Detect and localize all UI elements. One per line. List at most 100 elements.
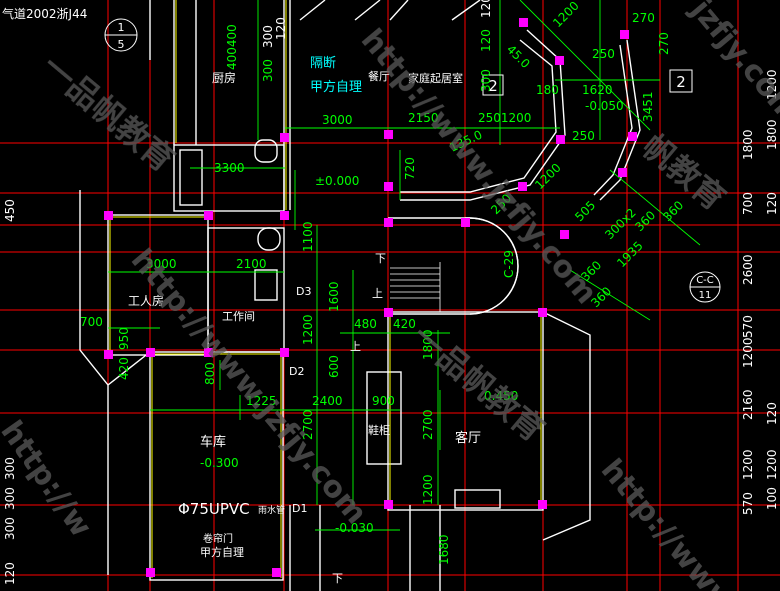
room-labels: 厨房 餐厅 家庭起居室 工人房 工作间 车库 客厅 鞋柜 卷帘门 甲方自理 Φ7… <box>128 69 481 559</box>
dim: 1225 <box>246 394 277 408</box>
dim: 2100 <box>236 257 267 271</box>
dim: 2150 <box>408 111 439 125</box>
wall-fill <box>109 0 542 578</box>
axis-marker-2a: 2 <box>482 74 504 96</box>
drain-pipe: Φ75UPVC <box>178 500 250 518</box>
room-owner-supply-2: 甲方自理 <box>200 545 244 559</box>
dim: 2501200 <box>478 111 531 125</box>
dim-right: 700 <box>741 192 755 215</box>
room-living: 客厅 <box>455 430 481 446</box>
dim-right: 570 <box>741 315 755 338</box>
dim: 2700 <box>301 409 315 440</box>
dim: 360 <box>660 198 686 224</box>
dim-right: 1800 <box>765 119 779 150</box>
dim-right: 1200 <box>741 449 755 480</box>
dim-right: 570 <box>741 492 755 515</box>
level-050: -0.050 <box>585 99 624 113</box>
dim: 1680 <box>437 534 451 565</box>
dim: 480 <box>354 317 377 331</box>
dim: 1200 <box>301 314 315 345</box>
section-ref-top: 1 <box>118 21 125 34</box>
section-cc-bottom: 11 <box>699 290 712 301</box>
watermark: jzfjy.com <box>683 0 780 129</box>
dim: 1200 <box>550 0 581 30</box>
level-030: -0.030 <box>335 521 374 535</box>
room-garage: 车库 <box>200 434 226 450</box>
level-450: 0.450 <box>484 389 518 403</box>
level-marks: ±0.000 -0.050 -0.300 -0.030 0.450 <box>200 99 624 535</box>
dim-right: 1800 <box>741 129 755 160</box>
dim-left: 120 <box>274 17 288 40</box>
walls <box>79 0 641 591</box>
dim: 300 <box>261 59 275 82</box>
edge-dimensions: 450 300 300 300 120 1800 700 2600 570 12… <box>3 0 779 585</box>
section-cc-marker: C-C 11 <box>689 271 721 303</box>
axis-marker-2b-text: 2 <box>676 73 686 91</box>
dim: 1620 <box>582 83 613 97</box>
dim: 950 <box>117 327 131 350</box>
dim: 420 <box>117 357 131 380</box>
door-d3: D3 <box>296 285 311 298</box>
stair-up: 上 <box>372 287 383 300</box>
dim: 600 <box>327 355 341 378</box>
dim-left: 450 <box>3 199 17 222</box>
dim-right: 1200 <box>765 69 779 100</box>
header-note: 气道2002浙J44 <box>2 6 87 21</box>
dim: 360 <box>632 208 658 234</box>
room-partition: 隔断 <box>310 56 336 71</box>
dim-left: 120 <box>479 0 493 18</box>
section-ref-bottom: 5 <box>118 38 125 51</box>
level-000: ±0.000 <box>315 174 359 188</box>
columns <box>104 18 637 577</box>
room-dining: 餐厅 <box>368 69 390 83</box>
dim: 1600 <box>327 281 341 312</box>
dim: 3451 <box>641 91 655 122</box>
room-workshop: 工人房 <box>128 293 164 308</box>
dim: 1200 <box>532 161 563 192</box>
dim-left: 120 <box>3 562 17 585</box>
stair-label: C-29 <box>502 250 516 278</box>
dim: 1800 <box>421 329 435 360</box>
dim: 800 <box>203 362 217 385</box>
room-family: 家庭起居室 <box>408 71 463 85</box>
level-300: -0.300 <box>200 456 239 470</box>
dim: 250 <box>572 129 595 143</box>
dim: 2400 <box>312 394 343 408</box>
dim: 1200 <box>421 474 435 505</box>
dim: 270 <box>657 32 671 55</box>
dim: 1100 <box>301 221 315 252</box>
dim-right: 120 <box>765 192 779 215</box>
dim: 505 <box>572 198 598 224</box>
axis-marker-2b: 2 <box>669 69 693 93</box>
axis-marker-2a-text: 2 <box>488 77 498 95</box>
dim: 900 <box>372 394 395 408</box>
dim: 720 <box>403 157 417 180</box>
dim: 120 <box>479 29 493 52</box>
dim: 2700 <box>421 409 435 440</box>
room-rolling-door: 卷帘门 <box>203 532 233 545</box>
dim: 3000 <box>322 113 353 127</box>
room-owner-supply: 甲方自理 <box>310 79 362 95</box>
drain-pipe-suffix: 雨水管 <box>258 504 285 516</box>
room-shoe-cabinet: 鞋柜 <box>368 423 390 437</box>
dim: 3300 <box>214 161 245 175</box>
dim: 420 <box>393 317 416 331</box>
watermark: 帆教育 <box>635 127 733 218</box>
dim: 1935 <box>614 239 645 270</box>
dim-left: 300 <box>3 457 17 480</box>
door-labels: D1 D2 D3 下 上 上 下 <box>289 252 386 585</box>
dim-right: 100 <box>765 487 779 510</box>
stair-up-2: 上 <box>350 340 361 353</box>
watermark: http://www <box>594 453 742 591</box>
dimension-lines <box>108 0 701 531</box>
dim-right: 1200 <box>765 449 779 480</box>
section-ref <box>104 18 138 52</box>
dim-left: 300 <box>3 517 17 540</box>
stair-down-2: 下 <box>332 572 343 585</box>
dim: 300 <box>479 69 493 92</box>
room-workroom: 工作间 <box>222 310 255 323</box>
dim: 250 <box>592 47 615 61</box>
door-d1: D1 <box>292 502 307 515</box>
room-kitchen: 厨房 <box>212 70 236 85</box>
